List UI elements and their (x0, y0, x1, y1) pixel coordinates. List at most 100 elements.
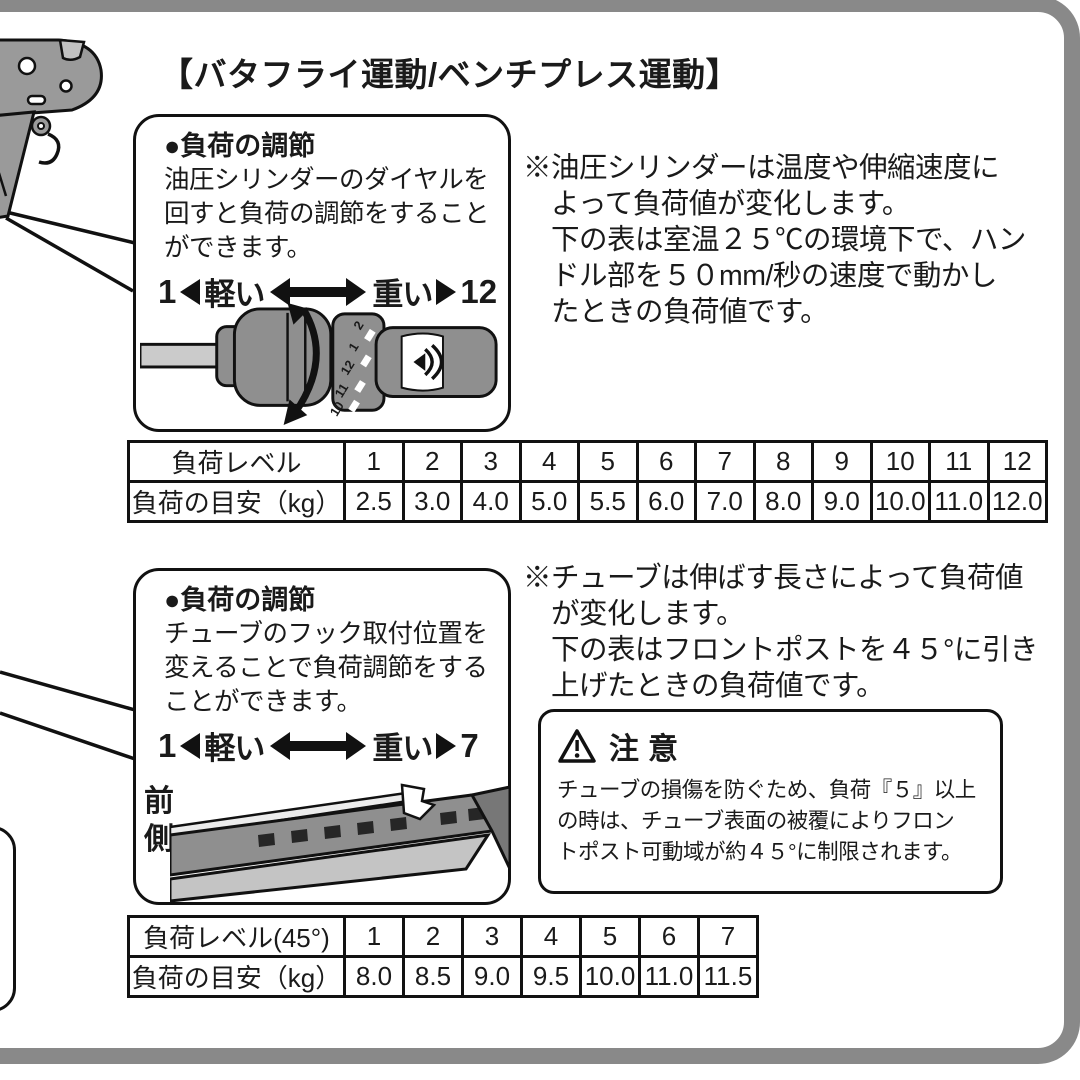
box-heading: ●負荷の調節 (164, 131, 316, 161)
box-body-text: チューブのフック取付位置を 変えることで負荷調節をする ことができます。 (164, 620, 488, 716)
partial-callout-box (0, 826, 16, 1012)
weight-cell: 6.0 (635, 480, 697, 523)
machine-flap (58, 38, 86, 61)
weight-cell: 11.5 (697, 955, 759, 998)
level-cell: 3 (460, 440, 522, 483)
machine-pivot-hole (37, 122, 45, 130)
machine-hole (17, 56, 37, 76)
machine-hole (59, 79, 73, 93)
load-scale: 1 軽い 重い 7 (158, 723, 500, 768)
rail-lower-face (170, 833, 492, 903)
row-label: 負荷の目安（kg） (127, 955, 346, 998)
level-cell: 11 (928, 440, 990, 483)
rail-illustration (170, 783, 510, 903)
machine-arm (0, 110, 36, 219)
brand-mark-icon (413, 344, 444, 381)
load-adjust-box-tube: ●負荷の調節 チューブのフック取付位置を 変えることで負荷調節をする ことができ… (133, 568, 511, 905)
machine-illustration (0, 38, 103, 219)
scale-heavy-label: 重い (372, 277, 433, 312)
level-cell: 5 (577, 440, 639, 483)
triangle-right-icon (436, 278, 457, 305)
level-cell: 7 (694, 440, 756, 483)
scale-max: 7 (460, 726, 479, 764)
row-label: 負荷レベル (127, 440, 346, 483)
level-cell: 6 (638, 915, 700, 958)
scale-heavy-label: 重い (372, 731, 433, 766)
dial-number: 12 (337, 357, 357, 377)
level-cell: 1 (343, 440, 405, 483)
caution-box: 注意 チューブの損傷を防ぐため、負荷『５』以上 の時は、チューブ表面の被覆により… (538, 709, 1003, 894)
rail-end-block (469, 785, 510, 870)
scale-min: 1 (158, 726, 177, 764)
machine-hook (38, 132, 61, 165)
level-cell: 6 (635, 440, 697, 483)
dial-number: 10 (327, 399, 347, 419)
weight-cell: 5.5 (577, 480, 639, 523)
load-table-cylinder: 負荷レベル 1 2 3 4 5 6 7 8 9 10 11 12 負荷の目安（k… (127, 440, 1048, 523)
double-arrow-icon (270, 277, 367, 306)
weight-cell: 5.0 (518, 480, 580, 523)
weight-cell: 12.0 (986, 480, 1048, 523)
weight-cell: 2.5 (343, 480, 405, 523)
level-cell: 12 (986, 440, 1048, 483)
weight-cell: 10.0 (869, 480, 931, 523)
scale-light-label: 軽い (204, 277, 265, 312)
load-adjust-box-cylinder: ●負荷の調節 油圧シリンダーのダイヤルを 回すと負荷の調節をすること ができます… (133, 114, 511, 432)
level-cell: 9 (811, 440, 873, 483)
table-row-levels: 負荷レベル(45°) 1 2 3 4 5 6 7 (127, 915, 759, 958)
dial-notches (348, 328, 376, 413)
weight-cell: 4.0 (460, 480, 522, 523)
caution-header: 注意 (557, 724, 994, 768)
machine-arm-line (0, 172, 8, 197)
double-arrow-icon (270, 731, 367, 760)
row-label: 負荷の目安（kg） (127, 480, 346, 523)
level-cell: 4 (518, 440, 580, 483)
dial-number: 11 (331, 381, 351, 400)
table-row-weights: 負荷の目安（kg） 8.0 8.5 9.0 9.5 10.0 11.0 11.5 (127, 955, 759, 998)
weight-cell: 11.0 (638, 955, 700, 998)
triangle-right-icon (436, 732, 457, 759)
caution-text: チューブの損傷を防ぐため、負荷『５』以上 の時は、チューブ表面の被覆によりフロン… (557, 778, 976, 864)
weight-cell: 11.0 (928, 480, 990, 523)
weight-cell: 8.0 (752, 480, 814, 523)
level-cell: 4 (520, 915, 582, 958)
level-cell: 3 (461, 915, 523, 958)
table-row-levels: 負荷レベル 1 2 3 4 5 6 7 8 9 10 11 12 (127, 440, 1048, 483)
level-cell: 7 (697, 915, 759, 958)
cylinder-note: ※油圧シリンダーは温度や伸縮速度に よって負荷値が変化します。 下の表は室温２５… (523, 152, 1026, 328)
page-title: 【バタフライ運動/ベンチプレス運動】 (160, 56, 740, 93)
weight-cell: 7.0 (694, 480, 756, 523)
cylinder-illustration: 2 1 12 11 10 (140, 303, 498, 426)
load-table-tube: 負荷レベル(45°) 1 2 3 4 5 6 7 負荷の目安（kg） 8.0 8… (127, 915, 759, 998)
weight-cell: 9.5 (520, 955, 582, 998)
table-row-weights: 負荷の目安（kg） 2.5 3.0 4.0 5.0 5.5 6.0 7.0 8.… (127, 480, 1048, 523)
triangle-left-icon (180, 278, 201, 305)
tube-note: ※チューブは伸ばす長さによって負荷値 が変化します。 下の表はフロントポストを４… (523, 562, 1038, 702)
warning-triangle-icon (558, 729, 596, 763)
front-side-label: 前側 (144, 785, 174, 856)
level-cell: 5 (579, 915, 641, 958)
hook-holes (258, 807, 485, 847)
rotation-arrow-icon (283, 303, 320, 426)
box-body-text: 油圧シリンダーのダイヤルを 回すと負荷の調節をすること ができます。 (164, 166, 490, 262)
scale-min: 1 (158, 272, 177, 310)
weight-cell: 10.0 (579, 955, 641, 998)
tube-hook (400, 783, 437, 821)
weight-cell: 3.0 (401, 480, 463, 523)
row-label: 負荷レベル(45°) (127, 915, 346, 958)
cylinder-collar (232, 307, 333, 407)
level-cell: 10 (869, 440, 931, 483)
caution-title: 注意 (609, 733, 687, 766)
machine-slot (26, 94, 47, 106)
weight-cell: 8.0 (343, 955, 405, 998)
weight-cell: 9.0 (811, 480, 873, 523)
level-cell: 2 (401, 440, 463, 483)
machine-head (0, 38, 103, 117)
weight-cell: 9.0 (461, 955, 523, 998)
level-cell: 1 (343, 915, 405, 958)
load-scale: 1 軽い 重い 12 (158, 269, 500, 314)
scale-max: 12 (460, 272, 498, 310)
level-cell: 2 (402, 915, 464, 958)
scale-light-label: 軽い (204, 731, 265, 766)
